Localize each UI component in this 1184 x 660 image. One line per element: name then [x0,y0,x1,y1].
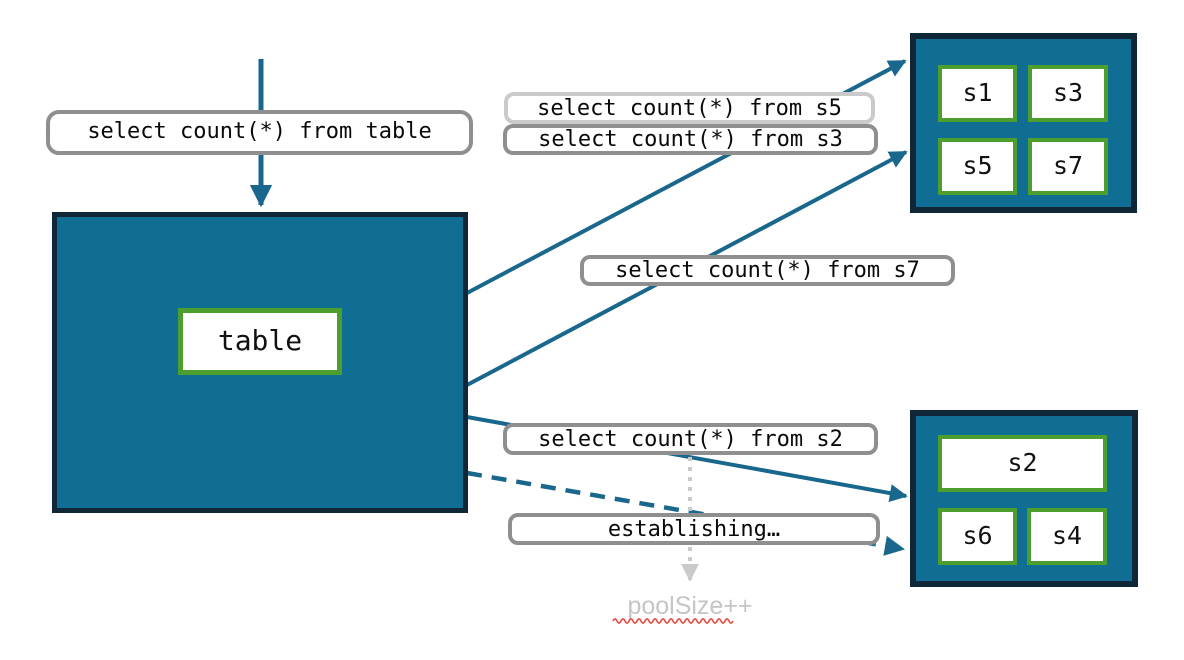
label-query-table: select count(*) from table [46,110,473,155]
label-query-s5: select count(*) from s5 [504,92,875,124]
shard-s2: s2 [938,435,1107,492]
table-node-label: table [178,308,342,375]
shard-s4: s4 [1027,508,1107,565]
shard-s3: s3 [1028,65,1108,122]
label-query-s7: select count(*) from s7 [580,255,955,286]
spellcheck-squiggle-underline [612,618,734,624]
label-query-s2: select count(*) from s2 [503,423,878,455]
shard-s1: s1 [938,65,1017,122]
shard-group-top: s1 s3 s5 s7 [910,33,1137,213]
label-establishing: establishing… [508,513,880,545]
table-node-box: table [52,212,468,513]
shard-group-bottom: s2 s6 s4 [910,410,1138,587]
shard-s6: s6 [938,508,1017,565]
shard-s7: s7 [1028,138,1108,195]
shard-s5: s5 [938,138,1017,195]
label-query-s3: select count(*) from s3 [503,124,878,155]
pool-size-annotation: poolSize++ [627,592,753,620]
